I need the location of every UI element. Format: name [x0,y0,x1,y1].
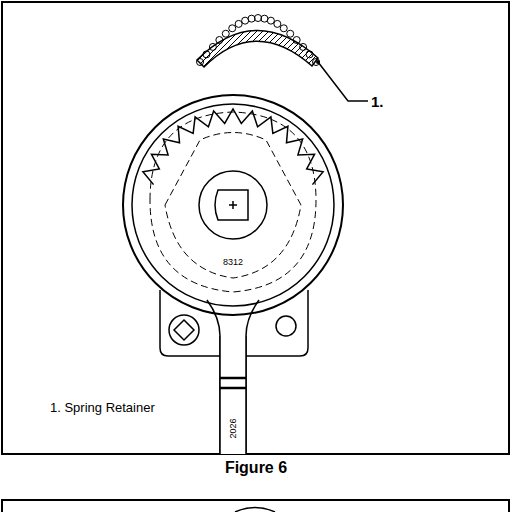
rod [207,300,259,454]
retainer-coil [313,59,320,66]
retainer-coil [267,17,274,24]
retainer-coil [235,20,242,27]
next-figure-part [235,508,275,512]
hub-d-slot [215,190,248,220]
retainer-coil [306,51,313,58]
center-mark [229,201,237,209]
housing-inner [132,104,334,306]
retainer-coil [293,37,300,44]
hub [199,171,267,239]
retainer-coil [261,15,268,22]
retainer-coil [222,30,229,37]
locating-hole [276,316,296,336]
figure-frame [2,2,509,454]
rod-band [220,378,246,388]
spring-outline-dashed [150,112,316,292]
rod-marking: 2026 [229,418,238,438]
figure-caption: Figure 6 [225,460,287,476]
retainer-coil [300,43,307,50]
retainer-coil [197,59,204,66]
callout-number: 1. [371,94,384,109]
retainer-coil [242,17,249,24]
retainer-coil [274,20,281,27]
leader-dot [316,60,320,64]
retainer-coils [197,15,320,66]
leader-line [318,62,368,101]
part-stamp: 8312 [223,258,243,267]
hole-insert [174,320,194,340]
retainer-coil [287,30,294,37]
rod-fill [220,336,246,454]
retainer-coil [255,15,262,22]
callout-legend: 1. Spring Retainer [50,401,155,414]
retainer-coil [229,25,236,32]
housing-outer [123,95,343,315]
mounting-hole [169,315,199,345]
retainer-coil [216,37,223,44]
retainer-coil [280,25,287,32]
cam-outline-dashed [165,133,301,279]
retainer-coil [209,43,216,50]
rod-edges [220,336,246,454]
spring-retainer [197,30,318,67]
retainer-coil [248,15,255,22]
next-figure-frame [2,500,509,512]
retainer-coil [203,51,210,58]
